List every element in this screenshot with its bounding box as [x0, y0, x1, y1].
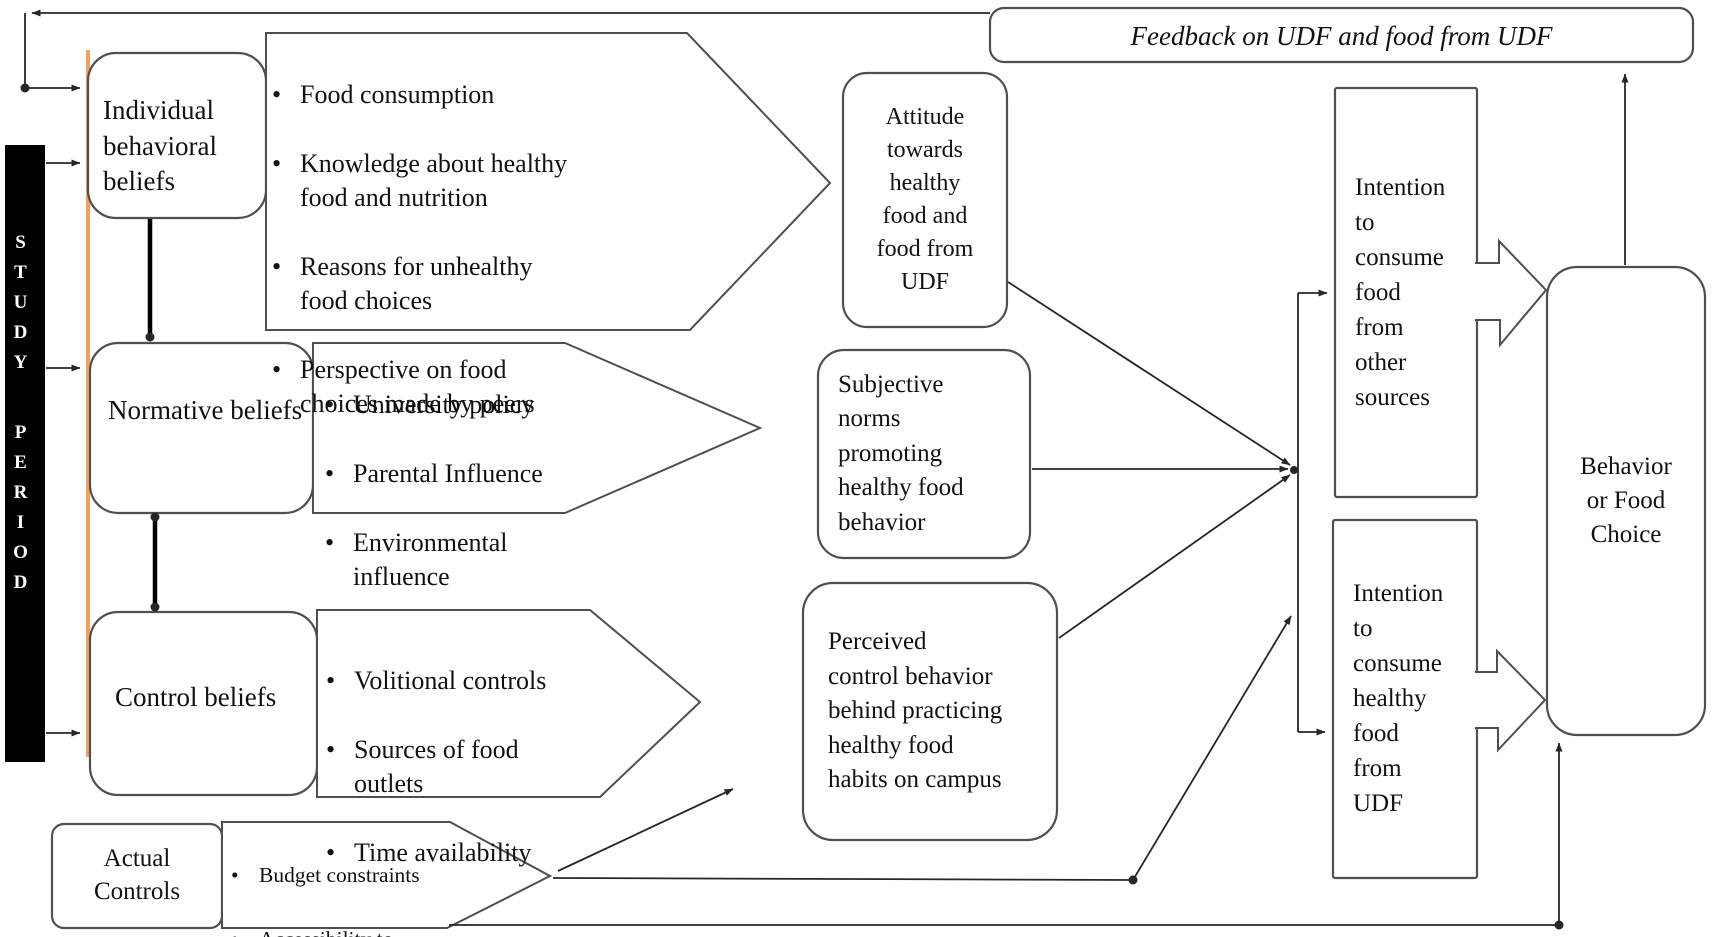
bullet-marker: • — [325, 527, 335, 557]
bullet-marker: • — [231, 863, 239, 888]
bullet-item: •Accessibility to Healthy food — [231, 925, 466, 937]
behavior-box — [1545, 265, 1707, 737]
individual-beliefs-label: Individual behavioral beliefs — [103, 95, 217, 197]
feedback-banner-box — [988, 6, 1695, 64]
bullet-marker: • — [326, 734, 336, 764]
actual-controls-bullets: •Budget constraints •Accessibility to He… — [231, 832, 466, 937]
control-beliefs-callout — [316, 609, 702, 798]
block-arrow-bottom — [1475, 648, 1547, 753]
bullet-item: •Budget constraints — [231, 861, 466, 890]
feedback-banner-label: Feedback on UDF and food from UDF — [1130, 21, 1553, 51]
subjective-norms-box — [816, 348, 1032, 560]
actual-controls-lines — [449, 615, 1564, 930]
normative-beliefs-label: Normative beliefs — [108, 395, 303, 425]
bullet-item: •University policy — [325, 388, 625, 422]
bullet-marker: • — [272, 148, 282, 178]
mediator-to-intention-lines — [1007, 281, 1328, 736]
study-period-arrows — [46, 159, 81, 737]
belief-connectors — [145, 219, 160, 612]
actual-controls-label: Actual Controls — [93, 845, 181, 905]
bullet-item: •Food consumption — [272, 78, 684, 112]
study-period-word1: STUDY — [10, 232, 31, 382]
bullet-item: •Time availability — [326, 836, 626, 870]
bullet-item: •Volitional controls — [326, 664, 626, 698]
control-beliefs-bullets: •Volitional controls •Sources of food ou… — [326, 630, 626, 905]
block-arrow-top — [1475, 238, 1548, 348]
bullet-marker: • — [272, 251, 282, 281]
normative-beliefs-bullets: •University policy •Parental Influence •… — [325, 354, 625, 629]
bullet-marker: • — [326, 837, 336, 867]
perceived-control-box — [801, 581, 1059, 842]
bullet-marker: • — [272, 354, 282, 384]
bullet-item: •Reasons for unhealthy food choices — [272, 251, 533, 316]
bullet-item: •Sources of food outlets — [326, 734, 519, 799]
bullet-marker: • — [272, 80, 282, 110]
subjective-norms-text: Subjective norms promoting healthy food … — [838, 370, 964, 536]
bullet-marker: • — [325, 390, 335, 420]
perceived-control-text: Perceived control behavior behind practi… — [828, 628, 1003, 794]
bullet-item: •Knowledge about healthy food and nutrit… — [272, 148, 568, 213]
feedback-loop-lines — [20, 9, 1629, 265]
bullet-item: •Parental Influence — [325, 457, 625, 491]
intention-other-sources-text: Intention to consume food from other sou… — [1355, 174, 1446, 411]
bullet-marker: • — [231, 925, 259, 937]
bullet-item: •Environmental influence — [325, 527, 508, 591]
attitude-box — [841, 71, 1009, 329]
study-period-word2: PERIOD — [10, 422, 31, 602]
bullet-marker: • — [325, 458, 335, 488]
study-period-bar — [5, 145, 45, 762]
bullet-item: •Perspective on food choices made by pee… — [272, 354, 535, 419]
bullet-marker: • — [326, 666, 336, 696]
actual-controls-callout — [221, 821, 553, 929]
control-beliefs-label: Control beliefs — [115, 682, 277, 712]
behavior-text: Behavior or Food Choice — [1580, 453, 1672, 548]
intention-udf-text: Intention to consume healthy food from U… — [1353, 580, 1444, 817]
individual-beliefs-callout — [265, 32, 832, 331]
normative-beliefs-callout — [312, 342, 763, 514]
individual-beliefs-bullets: •Food consumption •Knowledge about healt… — [272, 44, 684, 456]
attitude-text: Attitude towards healthy food and food f… — [876, 103, 974, 296]
